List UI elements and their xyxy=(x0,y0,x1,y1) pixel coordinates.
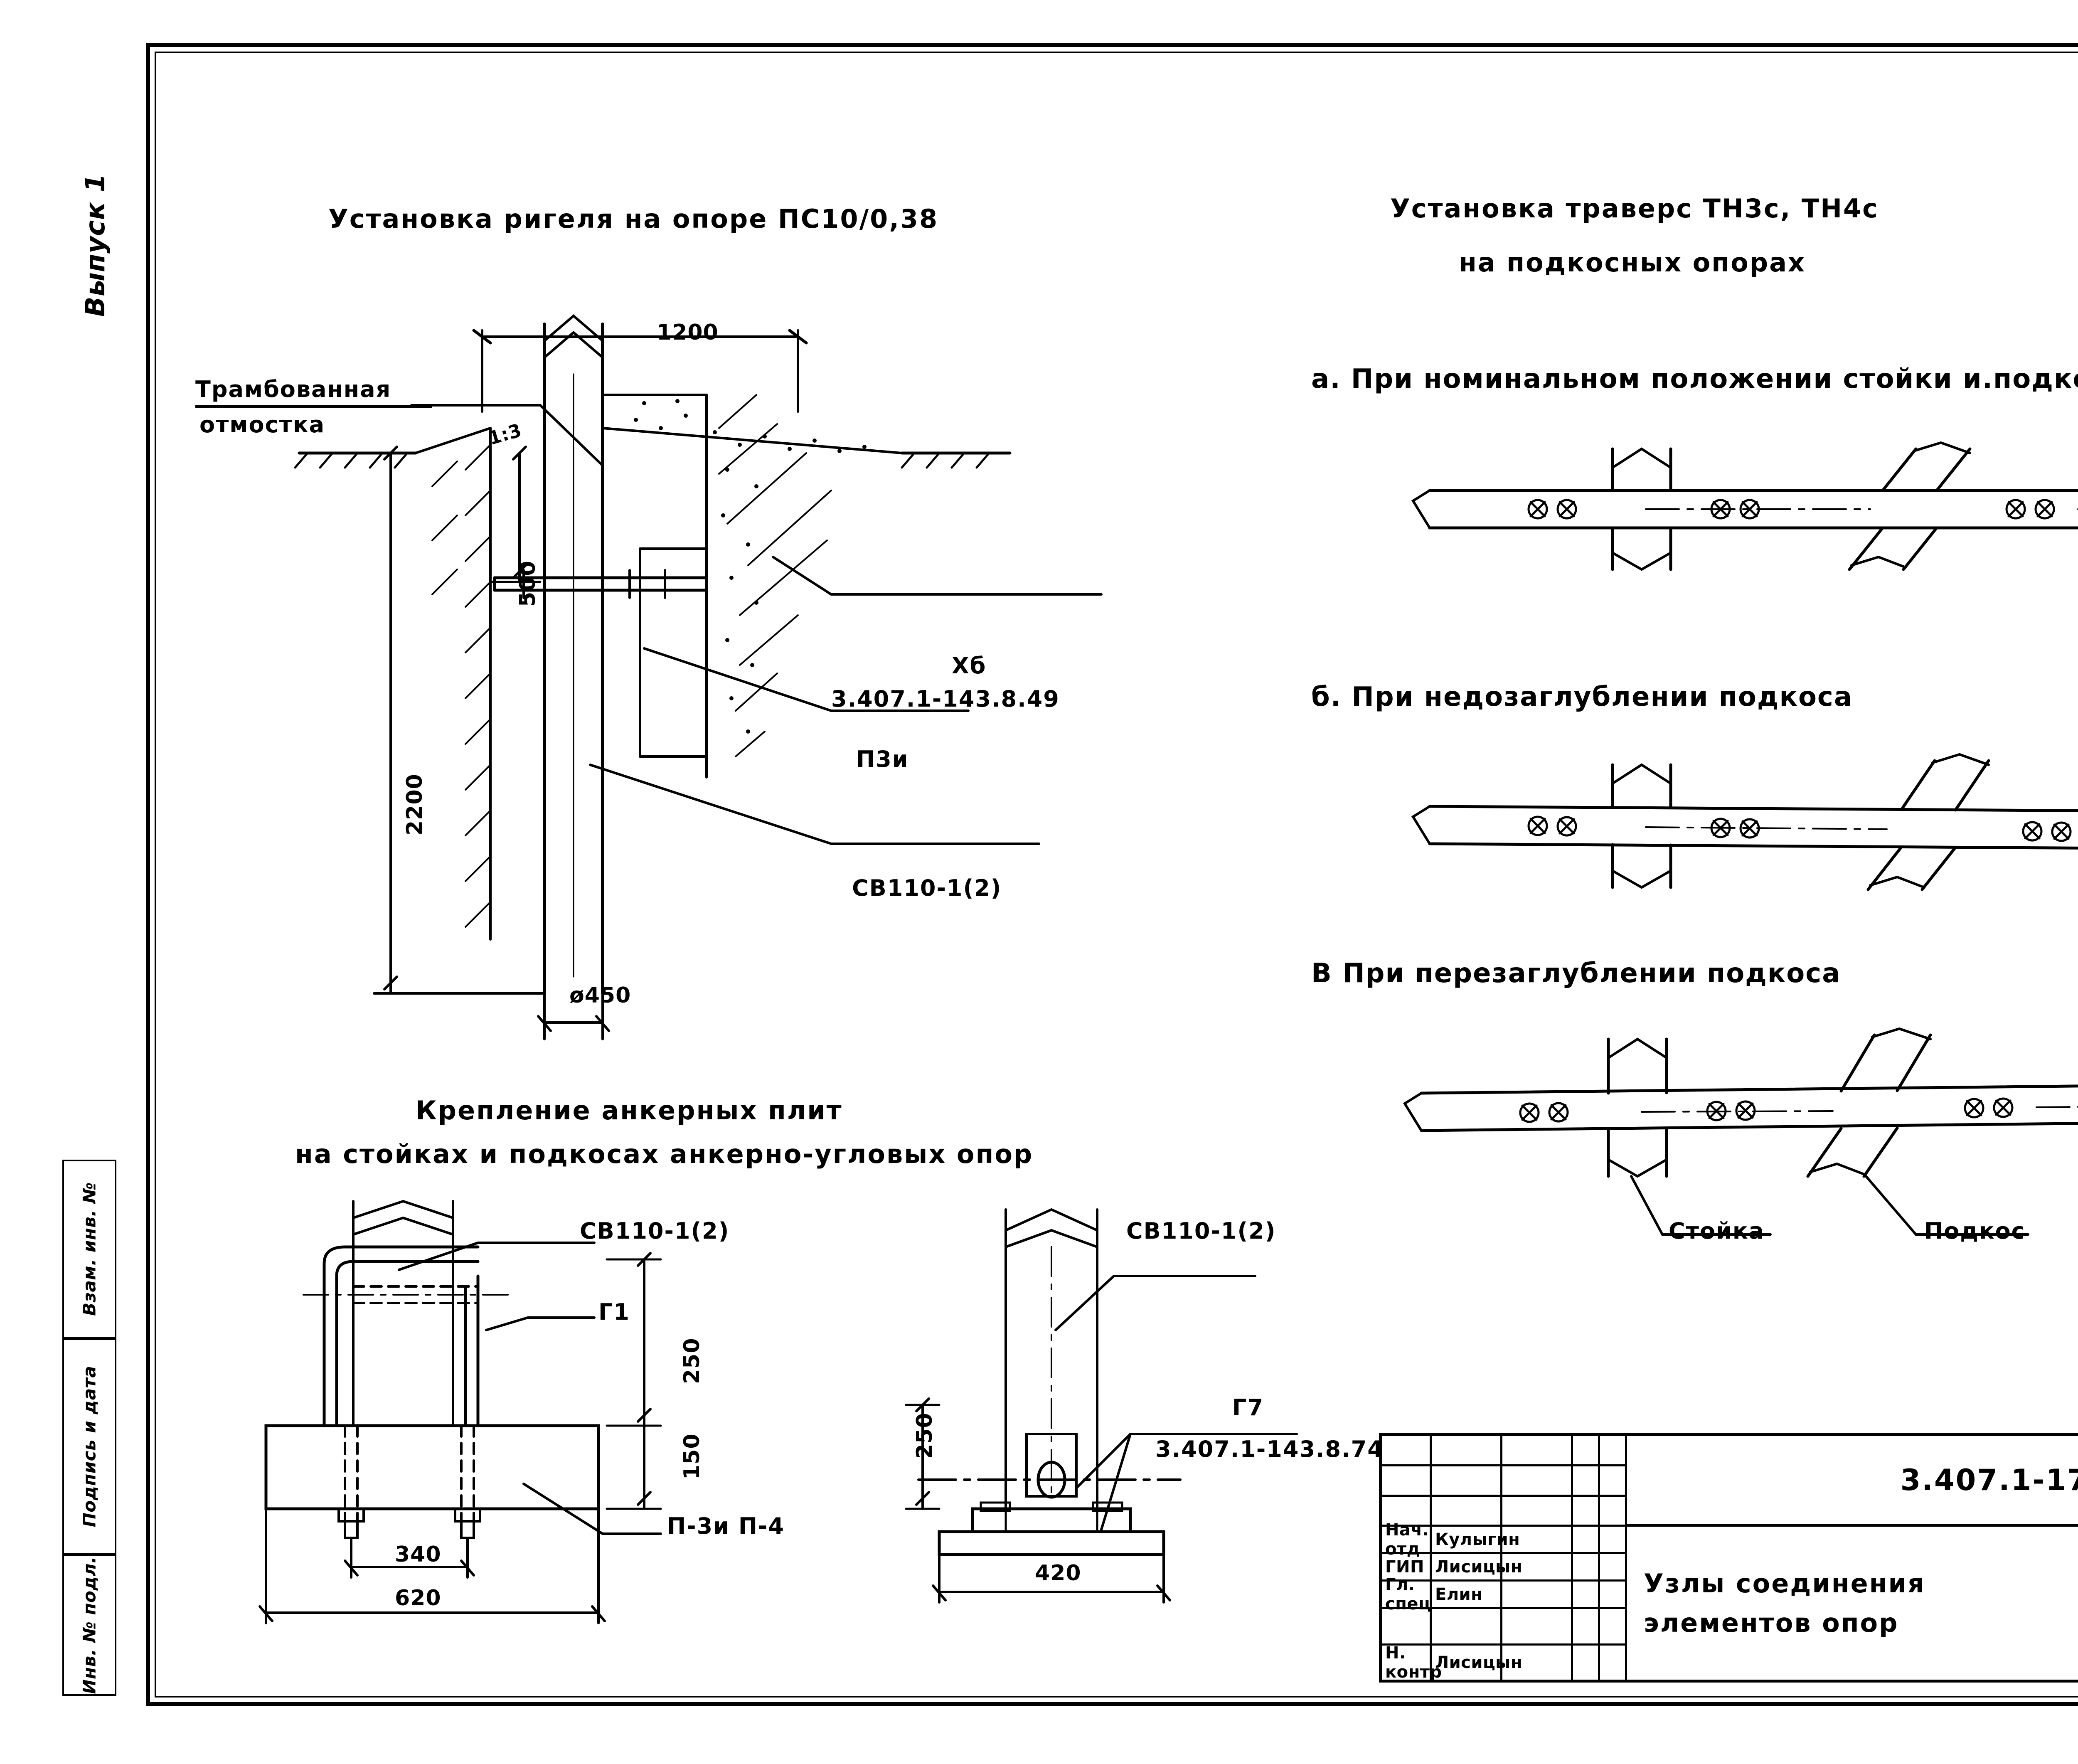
diagram2-left-dim-620: 620 xyxy=(395,1586,441,1611)
rev-cell xyxy=(1432,1497,1502,1527)
sheet-title-line1: Узлы соединения xyxy=(1644,1568,1925,1599)
diagram2-left-drawing xyxy=(259,1200,662,1624)
diagram3-title-line1: Установка траверс ТН3с, ТН4с xyxy=(1390,193,1879,224)
diagram3-title-line2: на подкосных опорах xyxy=(1459,247,1806,278)
role-name: Кулыгин xyxy=(1432,1527,1520,1554)
diagram1-label-p3i: П3и xyxy=(856,746,909,772)
role-extra xyxy=(1600,1527,1627,1554)
diagram1-dim-500: 500 xyxy=(515,560,540,607)
role-label: Гл. спец xyxy=(1382,1575,1432,1614)
margin-row-signature: Подпись и дата xyxy=(62,1338,116,1555)
diagram1-label-tamped: Трамбованная xyxy=(195,376,391,402)
diagram2-left-label-g1: Г1 xyxy=(598,1299,630,1325)
rev-cell xyxy=(1600,1466,1627,1497)
diagram2-right-label-g7: Г7 xyxy=(1232,1394,1264,1421)
diagram2-left-dim-340: 340 xyxy=(395,1542,441,1567)
diagram2-right-dim-250: 250 xyxy=(912,1412,937,1459)
sheet-title-box: Узлы соединения элементов опор xyxy=(1627,1527,2078,1680)
diagram1-label-post: СВ110-1(2) xyxy=(852,875,1002,901)
rev-cell xyxy=(1600,1497,1627,1527)
diagram1-dim-1200: 1200 xyxy=(657,320,719,345)
diagram1-label-tamped-2: отмостка xyxy=(199,411,325,438)
diagram2-left-label-post: СВ110-1(2) xyxy=(580,1218,730,1244)
sheet-border-inner xyxy=(155,52,2078,1697)
edition-label: Выпуск 1 xyxy=(80,173,111,317)
role-label: Н. контр xyxy=(1382,1643,1442,1682)
role-date xyxy=(1573,1609,1600,1646)
role-date xyxy=(1573,1646,1600,1680)
margin-signature-strip: Взам. инв. № Подпись и дата Инв. № подл. xyxy=(62,1160,116,1696)
diagram2-right-label-g7-code: 3.407.1-143.8.74 xyxy=(1155,1436,1384,1462)
role-name: Лисицын xyxy=(1432,1554,1522,1582)
role-signature xyxy=(1502,1646,1573,1680)
role-signature xyxy=(1502,1527,1573,1554)
role-name: Елин xyxy=(1432,1582,1502,1609)
rev-cell xyxy=(1382,1466,1432,1497)
rev-cell xyxy=(1382,1497,1432,1527)
margin-row-label: Инв. № подл. xyxy=(79,1556,100,1694)
title-block-drawing-number: 3.407.1-173.1-14 xyxy=(1627,1436,2078,1527)
margin-row-label: Подпись и дата xyxy=(79,1365,100,1527)
rev-cell xyxy=(1432,1436,1502,1466)
rev-cell xyxy=(1573,1436,1600,1466)
rev-cell xyxy=(1432,1466,1502,1497)
sheet-border-outer xyxy=(146,43,2078,1706)
role-extra xyxy=(1600,1646,1627,1680)
role-signature xyxy=(1502,1582,1573,1609)
sheet-title-line2: элементов опор xyxy=(1644,1608,1899,1638)
diagram3-variant-a-drawing xyxy=(1411,441,2078,571)
rev-cell xyxy=(1502,1436,1573,1466)
diagram3-callout-stand: Стойка xyxy=(1669,1218,1765,1244)
rev-cell xyxy=(1502,1497,1573,1527)
diagram2-left-dim-150: 150 xyxy=(680,1433,704,1480)
diagram2-right-label-post: СВ110-1(2) xyxy=(1126,1218,1276,1244)
role-label xyxy=(1382,1609,1432,1646)
diagram1-drawing xyxy=(294,314,1103,1040)
diagram2-left-dim-250: 250 xyxy=(680,1338,704,1384)
rev-cell xyxy=(1502,1466,1573,1497)
role-extra xyxy=(1600,1609,1627,1646)
edition-label-holder: Выпуск 1 xyxy=(62,158,129,333)
rev-cell xyxy=(1573,1466,1600,1497)
diagram3-item-b-label: б. При недозаглублении подкоса xyxy=(1311,682,1853,712)
diagram3-variant-c-drawing xyxy=(1403,1027,2078,1236)
diagram1-title: Установка ригеля на опоре ПС10/0,38 xyxy=(328,204,939,234)
margin-row-inv: Инв. № подл. xyxy=(62,1555,116,1696)
diagram1-dim-dia: ø450 xyxy=(569,983,631,1008)
rev-cell xyxy=(1573,1497,1600,1527)
role-extra xyxy=(1600,1554,1627,1582)
title-block: 3.407.1-173.1-14 Нач. отд Кулыгин ГИП Ли… xyxy=(1379,1433,2078,1683)
role-date xyxy=(1573,1582,1600,1609)
diagram2-title-line2: на стойках и подкосах анкерно-угловых оп… xyxy=(295,1139,1034,1169)
margin-row-zam: Взам. инв. № xyxy=(62,1160,116,1338)
role-date xyxy=(1573,1554,1600,1582)
margin-row-label: Взам. инв. № xyxy=(79,1182,100,1316)
role-signature xyxy=(1502,1609,1573,1646)
role-name xyxy=(1432,1609,1502,1646)
role-name: Лисицын xyxy=(1432,1646,1522,1680)
role-date xyxy=(1573,1527,1600,1554)
diagram2-right-drawing xyxy=(905,1208,1298,1604)
role-label: ГИП xyxy=(1382,1554,1432,1582)
diagram3-item-a-label: а. При номинальном положении стойки и.по… xyxy=(1311,364,2078,394)
rev-cell xyxy=(1382,1436,1432,1466)
diagram3-callout-brace: Подкос xyxy=(1924,1218,2026,1244)
diagram3-item-c-label: В При перезаглублении подкоса xyxy=(1311,958,1841,989)
rev-cell xyxy=(1600,1436,1627,1466)
role-extra xyxy=(1600,1582,1627,1609)
label-underline xyxy=(195,405,432,408)
diagram1-dim-2200: 2200 xyxy=(402,774,427,835)
role-label: Нач. отд xyxy=(1382,1520,1432,1559)
role-signature xyxy=(1502,1554,1573,1582)
diagram3-variant-b-drawing xyxy=(1411,753,2078,891)
diagram1-label-xb-code: 3.407.1-143.8.49 xyxy=(831,686,1060,712)
diagram2-left-label-plate: П-3и П-4 xyxy=(667,1513,785,1539)
diagram2-title-line1: Крепление анкерных плит xyxy=(416,1095,843,1126)
diagram1-label-xb: Хб xyxy=(952,653,987,679)
diagram2-right-dim-420: 420 xyxy=(1035,1561,1081,1586)
